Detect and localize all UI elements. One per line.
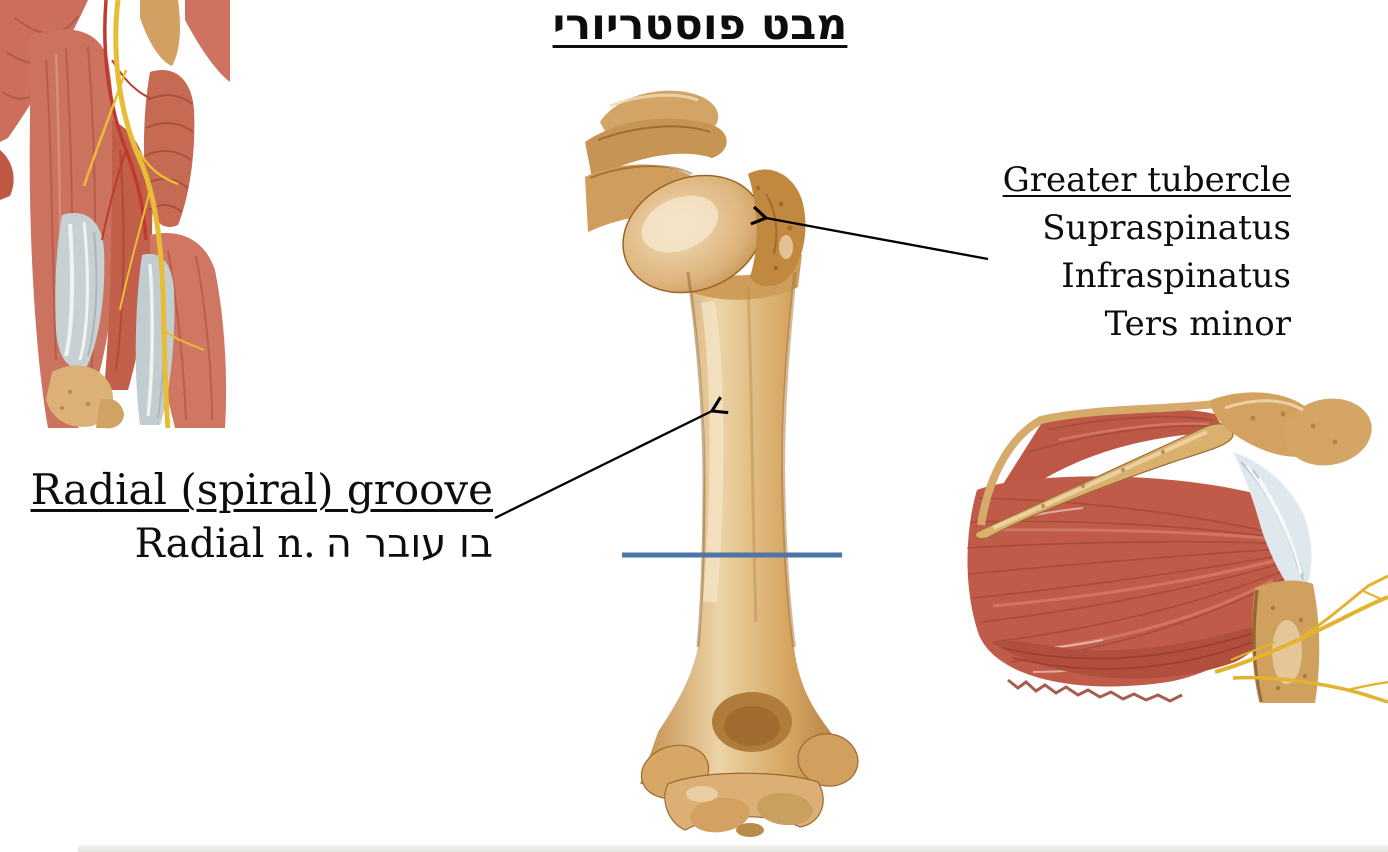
radial-groove-note-hebrew: בו עובר ה bbox=[325, 521, 493, 567]
cuff-tendon-white bbox=[1233, 452, 1312, 600]
scapula-fragment bbox=[585, 90, 727, 232]
slide-title: מבט פוסטריורי bbox=[552, 0, 848, 50]
radial-groove-heading: Radial (spiral) groove bbox=[30, 465, 493, 514]
bottom-image-strip bbox=[78, 845, 1388, 852]
greater-tubercle-label: Greater tubercle Supraspinatus Infraspin… bbox=[939, 156, 1291, 348]
figure-rotator-cuff bbox=[966, 392, 1388, 704]
scapular-spine-bone bbox=[974, 400, 1234, 540]
humerus-bone bbox=[622, 169, 859, 837]
figure-arm-radial-nerve bbox=[0, 0, 230, 429]
arm-elbow-bone-group bbox=[46, 365, 124, 429]
greater-tubercle-heading: Greater tubercle bbox=[1002, 160, 1291, 200]
axillary-nerve-lines bbox=[1214, 574, 1388, 704]
humerus-shaft-stub bbox=[1252, 580, 1320, 703]
cuff-muscle-group bbox=[966, 408, 1306, 703]
radial-groove-note: בו עובר הRadial n. bbox=[25, 518, 493, 570]
radial-nerve-lines bbox=[82, 0, 205, 429]
greater-tubercle-item: Infraspinatus bbox=[1061, 256, 1291, 296]
humeral-head-acromion bbox=[1210, 392, 1372, 466]
radial-groove-label: Radial (spiral) groove בו עובר הRadial n… bbox=[25, 464, 493, 570]
radial-groove-note-latin: Radial n. bbox=[134, 521, 316, 567]
greater-tubercle-item: Supraspinatus bbox=[1042, 208, 1291, 248]
greater-tubercle-item: Ters minor bbox=[1104, 304, 1291, 344]
figure-humerus-posterior bbox=[585, 90, 859, 837]
